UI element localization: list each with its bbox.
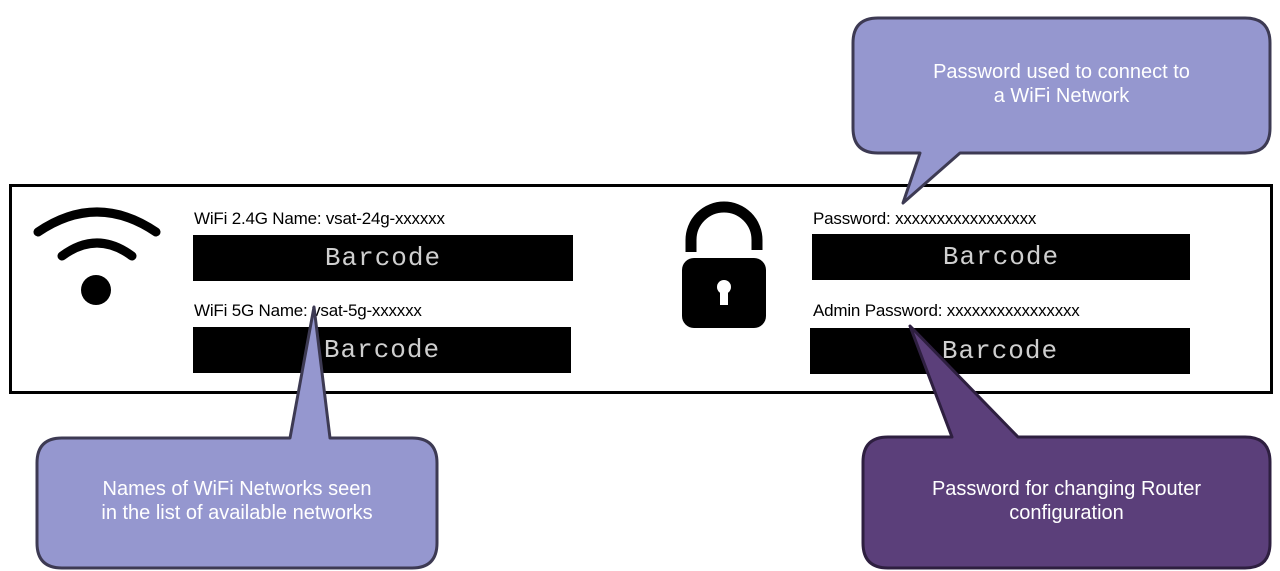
password-callout-bubble <box>851 16 1272 205</box>
wifi-5g-barcode: Barcode <box>193 327 571 373</box>
password-label: Password: xxxxxxxxxxxxxxxxx <box>813 209 1037 228</box>
padlock-icon <box>682 201 766 328</box>
admin-callout-line2: configuration <box>1009 502 1124 524</box>
wifi-24g-name-label: WiFi 2.4G Name: vsat-24g-xxxxxx <box>194 209 445 228</box>
admin-password-label: Admin Password: xxxxxxxxxxxxxxxx <box>813 301 1080 320</box>
names-callout-line1: Names of WiFi Networks seen <box>102 478 372 500</box>
password-callout-text: Password used to connect to a WiFi Netwo… <box>853 60 1270 108</box>
wifi-24g-barcode: Barcode <box>193 235 573 281</box>
names-callout-text: Names of WiFi Networks seen in the list … <box>37 477 437 525</box>
password-callout-line2: a WiFi Network <box>993 85 1130 107</box>
wifi-icon <box>33 207 161 305</box>
wifi-5g-name-label: WiFi 5G Name: vsat-5g-xxxxxx <box>194 301 422 320</box>
admin-callout-line1: Password for changing Router <box>931 478 1202 500</box>
names-callout-line2: in the list of available networks <box>101 502 373 524</box>
password-callout-line1: Password used to connect to <box>933 61 1190 83</box>
password-barcode: Barcode <box>812 234 1190 280</box>
admin-callout-text: Password for changing Router configurati… <box>863 477 1270 525</box>
admin-password-barcode: Barcode <box>810 328 1190 374</box>
